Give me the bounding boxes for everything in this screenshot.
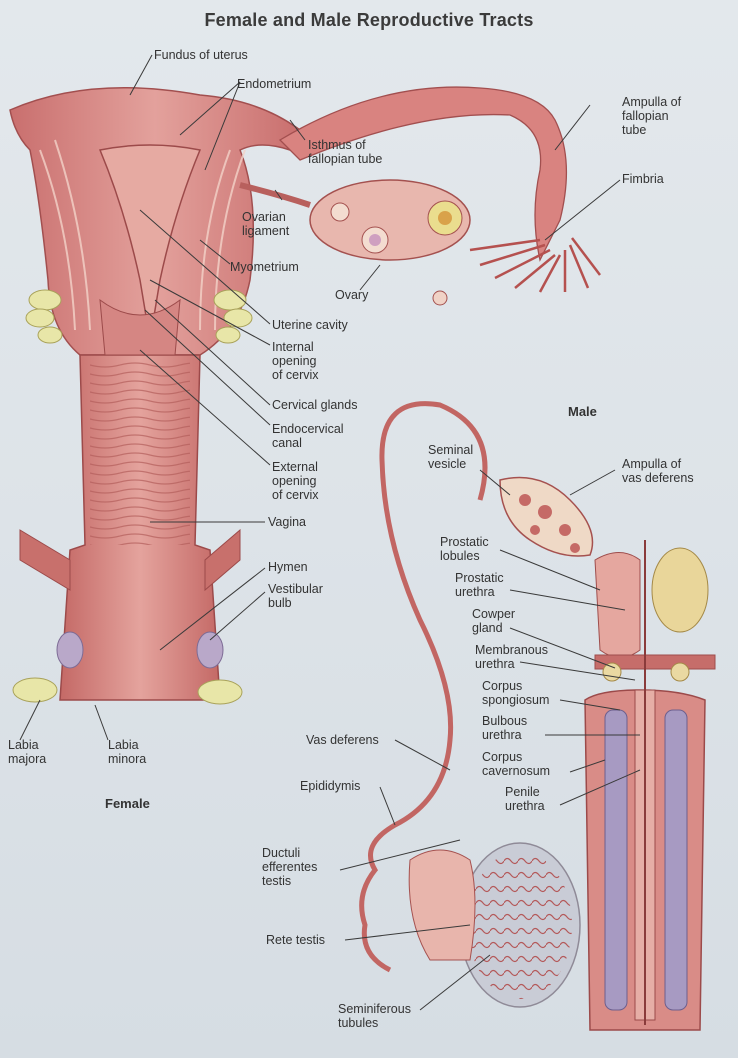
label-corpus-cavernosum: Corpus cavernosum <box>482 750 550 778</box>
seminal-vesicle <box>500 478 593 557</box>
label-hymen: Hymen <box>268 560 308 574</box>
label-vas-deferens: Vas deferens <box>306 733 379 747</box>
testis <box>409 843 580 1007</box>
label-seminal-vesicle: Seminal vesicle <box>428 443 473 471</box>
label-seminiferous-tubules: Seminiferous tubules <box>338 1002 411 1030</box>
label-endometrium: Endometrium <box>237 77 311 91</box>
label-vagina: Vagina <box>268 515 306 529</box>
label-ductuli-efferentes-testis: Ductuli efferentes testis <box>262 846 317 888</box>
section-female: Female <box>105 796 150 811</box>
label-internal-opening-of-cervix: Internal opening of cervix <box>272 340 319 382</box>
label-rete-testis: Rete testis <box>266 933 325 947</box>
label-fundus-of-uterus: Fundus of uterus <box>154 48 248 62</box>
label-labia-majora: Labia majora <box>8 738 46 766</box>
label-vestibular-bulb: Vestibular bulb <box>268 582 323 610</box>
label-endocervical-canal: Endocervical canal <box>272 422 344 450</box>
label-prostatic-lobules: Prostatic lobules <box>440 535 489 563</box>
label-fimbria: Fimbria <box>622 172 664 186</box>
ovary <box>240 180 470 305</box>
section-male: Male <box>568 404 597 419</box>
label-ovary: Ovary <box>335 288 368 302</box>
label-myometrium: Myometrium <box>230 260 299 274</box>
label-membranous-urethra: Membranous urethra <box>475 643 548 671</box>
label-ovarian-ligament: Ovarian ligament <box>242 210 289 238</box>
label-cervical-glands: Cervical glands <box>272 398 357 412</box>
label-ampulla-of-fallopian-tube: Ampulla of fallopian tube <box>622 95 681 137</box>
label-labia-minora: Labia minora <box>108 738 146 766</box>
label-prostatic-urethra: Prostatic urethra <box>455 571 504 599</box>
label-penile-urethra: Penile urethra <box>505 785 545 813</box>
label-ampulla-of-vas-deferens: Ampulla of vas deferens <box>622 457 694 485</box>
label-epididymis: Epididymis <box>300 779 360 793</box>
label-bulbous-urethra: Bulbous urethra <box>482 714 527 742</box>
label-isthmus-of-fallopian-tube: Isthmus of fallopian tube <box>308 138 382 166</box>
label-corpus-spongiosum: Corpus spongiosum <box>482 679 549 707</box>
poster-title: Female and Male Reproductive Tracts <box>0 10 738 31</box>
label-external-opening-of-cervix: External opening of cervix <box>272 460 319 502</box>
label-cowper-gland: Cowper gland <box>472 607 515 635</box>
label-uterine-cavity: Uterine cavity <box>272 318 348 332</box>
cervix-and-vagina <box>13 290 252 704</box>
prostate <box>595 548 715 681</box>
